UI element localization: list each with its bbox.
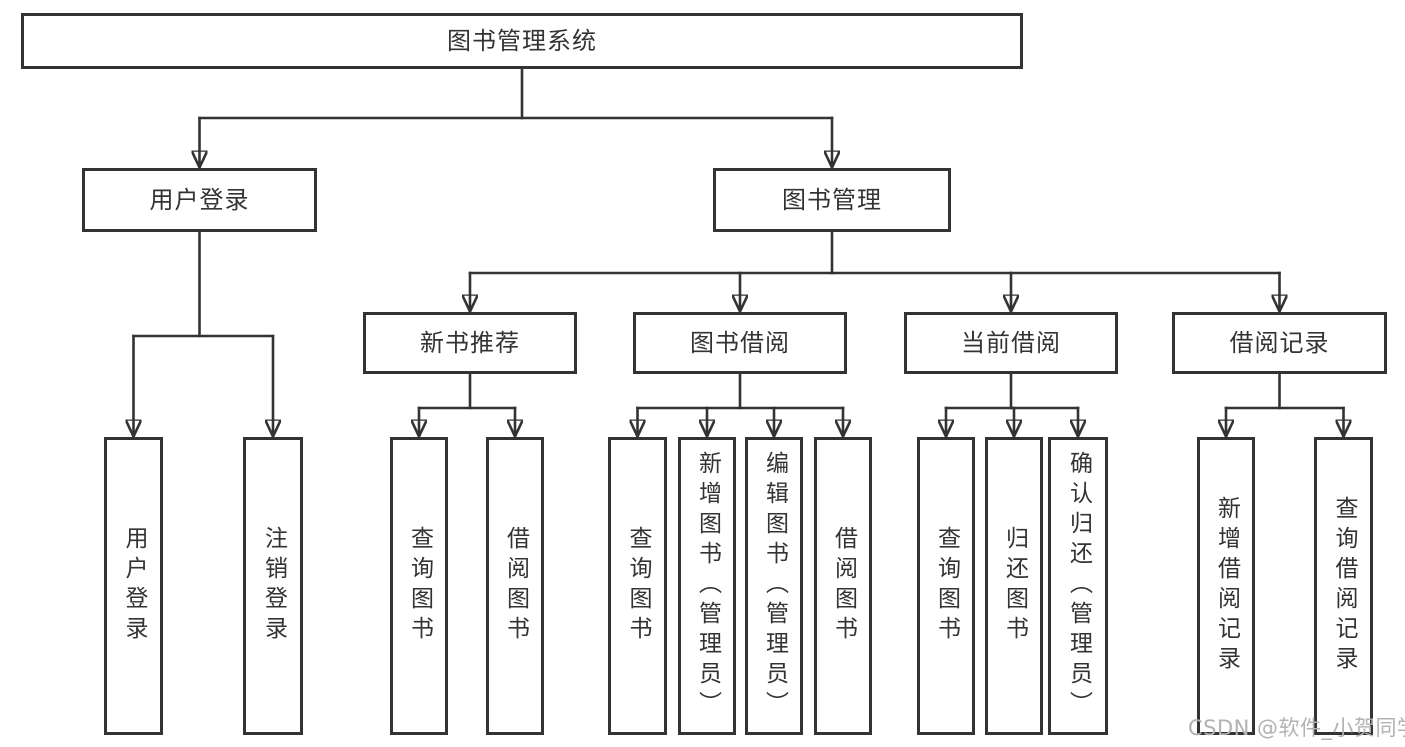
node-book-borrow: 图书借阅 <box>633 312 847 374</box>
node-label-leaf-logout: 注销登录 <box>260 526 287 646</box>
node-label-book-mgmt: 图书管理 <box>782 186 882 214</box>
node-leaf-current-query: 查询图书 <box>917 437 975 735</box>
node-root: 图书管理系统 <box>21 13 1023 69</box>
node-leaf-borrow-edit: 编辑图书（管理员） <box>745 437 803 735</box>
node-label-leaf-borrow-query: 查询图书 <box>625 526 651 646</box>
node-label-leaf-borrow-edit: 编辑图书（管理员） <box>761 451 788 721</box>
node-book-mgmt: 图书管理 <box>713 168 951 232</box>
node-label-book-borrow: 图书借阅 <box>690 329 790 357</box>
edge-from-book-mgmt <box>470 230 1280 311</box>
node-leaf-borrow-add: 新增图书（管理员） <box>678 437 736 735</box>
edge-from-root <box>200 67 833 167</box>
node-leaf-current-return: 归还图书 <box>985 437 1043 735</box>
node-label-leaf-newbook-borrow: 借阅图书 <box>502 526 529 646</box>
node-label-root: 图书管理系统 <box>447 27 597 55</box>
node-leaf-newbook-borrow: 借阅图书 <box>486 437 544 735</box>
node-leaf-borrow-query: 查询图书 <box>608 437 667 735</box>
node-leaf-record-query: 查询借阅记录 <box>1314 437 1373 735</box>
node-leaf-logout: 注销登录 <box>243 437 303 735</box>
node-current-borrow: 当前借阅 <box>904 312 1118 374</box>
node-user-login: 用户登录 <box>82 168 317 232</box>
edge-from-new-book <box>419 372 515 436</box>
node-label-leaf-borrow-borrow: 借阅图书 <box>830 526 857 646</box>
node-leaf-user-login: 用户登录 <box>104 437 163 735</box>
node-new-book: 新书推荐 <box>363 312 577 374</box>
edge-from-user-login <box>134 230 274 436</box>
edge-from-current-borrow <box>946 372 1078 436</box>
node-label-current-borrow: 当前借阅 <box>961 329 1061 357</box>
node-leaf-current-confirm: 确认归还（管理员） <box>1048 437 1108 735</box>
node-label-leaf-newbook-query: 查询图书 <box>406 526 433 646</box>
node-label-leaf-current-query: 查询图书 <box>933 526 960 646</box>
node-leaf-record-add: 新增借阅记录 <box>1197 437 1255 735</box>
node-label-leaf-borrow-add: 新增图书（管理员） <box>694 451 721 721</box>
edge-from-borrow-record <box>1226 372 1344 436</box>
node-label-user-login: 用户登录 <box>149 186 250 214</box>
node-label-borrow-record: 借阅记录 <box>1229 329 1330 357</box>
node-label-leaf-record-add: 新增借阅记录 <box>1213 496 1240 676</box>
node-label-new-book: 新书推荐 <box>420 329 520 357</box>
node-label-leaf-current-confirm: 确认归还（管理员） <box>1065 451 1092 721</box>
watermark: CSDN @软件_小贺同学 <box>1188 716 1405 740</box>
node-label-leaf-record-query: 查询借阅记录 <box>1331 496 1357 676</box>
node-leaf-newbook-query: 查询图书 <box>390 437 448 735</box>
node-leaf-borrow-borrow: 借阅图书 <box>814 437 872 735</box>
node-borrow-record: 借阅记录 <box>1172 312 1387 374</box>
edge-from-book-borrow <box>638 372 844 436</box>
node-label-leaf-current-return: 归还图书 <box>1001 526 1028 646</box>
node-label-leaf-user-login: 用户登录 <box>121 526 147 646</box>
